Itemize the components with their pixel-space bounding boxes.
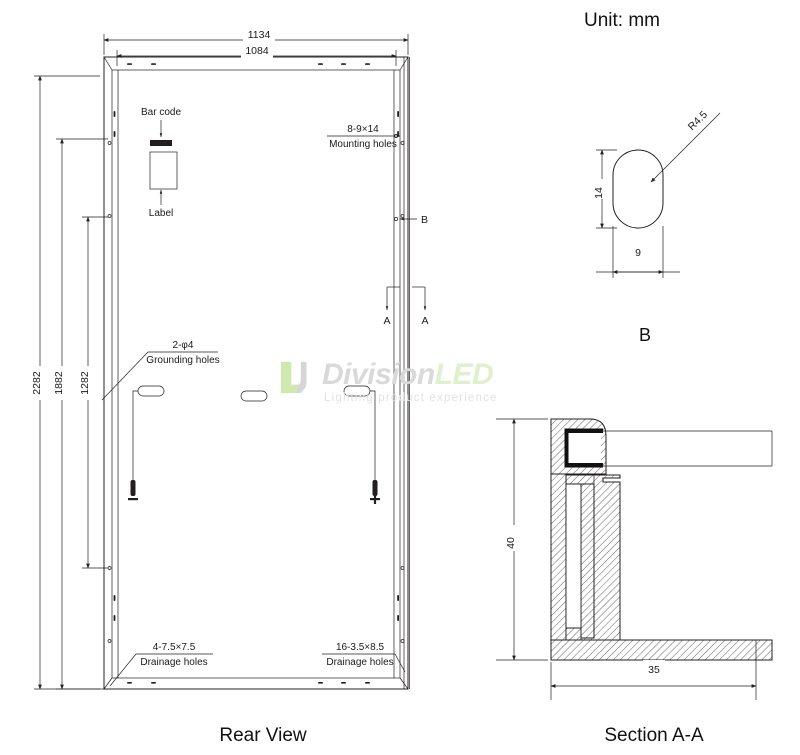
dim-frame-height: 40	[496, 418, 548, 661]
junction-box-center	[240, 390, 268, 402]
dim-overall-height-value: 2282	[31, 371, 43, 395]
section-aa-title: Section A-A	[604, 725, 704, 746]
label-callout: Label	[149, 151, 178, 219]
mounting-slots	[113, 111, 399, 621]
connector-positive	[372, 480, 378, 496]
dim-mounting-width: 1084	[116, 45, 397, 66]
detail-b-group: R4.5 14 9 B	[593, 109, 721, 345]
label-text: Label	[149, 208, 173, 219]
dim-slot-height: 14	[593, 149, 617, 229]
unit-note: Unit: mm	[584, 10, 660, 31]
section-a-marks: A A	[383, 57, 429, 689]
dim-mounting-width-value: 1084	[245, 45, 269, 57]
minus-sign-icon	[128, 498, 138, 501]
sealant-bottom	[566, 463, 603, 468]
dim-frame-height-value: 40	[505, 537, 517, 549]
detail-b-title: B	[639, 325, 651, 345]
dim-frame-width: 35	[550, 640, 757, 700]
rear-view-title: Rear View	[219, 725, 307, 746]
radius-callout: R4.5	[650, 109, 721, 183]
dim-mid-height: 1882	[53, 138, 108, 690]
mounting-holes-spec: 8-9×14	[347, 124, 379, 135]
plus-sign-icon	[370, 494, 380, 504]
cable-negative	[132, 390, 138, 482]
dim-overall-width: 1134	[103, 29, 409, 55]
sealant-back	[564, 428, 569, 468]
grounding-holes-callout: 2-φ4 Grounding holes	[101, 340, 220, 401]
section-aa-group: 40 35 Section A-A	[496, 418, 773, 746]
detail-b-mark-label: B	[421, 214, 428, 226]
junction-box-left	[137, 385, 165, 397]
slot-profile	[612, 149, 664, 229]
cable-positive	[370, 390, 376, 482]
drainage-holes-right-callout: 16-3.5×8.5 Drainage holes	[322, 642, 406, 673]
dim-inner-height-value: 1282	[79, 371, 91, 395]
drainage-left-spec: 4-7.5×7.5	[153, 642, 196, 653]
dim-overall-width-value: 1134	[248, 29, 271, 41]
section-a-left-label: A	[383, 315, 390, 327]
drainage-left-label: Drainage holes	[140, 657, 207, 668]
mounting-holes-callout: 8-9×14 Mounting holes	[327, 124, 400, 150]
frame-vent-holes	[127, 63, 370, 684]
label-rectangle	[149, 151, 178, 190]
dim-slot-width-value: 9	[635, 247, 641, 259]
section-a-right-label: A	[421, 315, 428, 327]
junction-boxes-group	[128, 385, 380, 504]
dim-mid-height-value: 1882	[53, 371, 65, 395]
rear-view-group: 1134 1084 2282 1882	[31, 29, 429, 746]
junction-box-right	[343, 385, 371, 397]
drainage-holes-left-callout: 4-7.5×7.5 Drainage holes	[109, 642, 213, 687]
grounding-holes-label: Grounding holes	[146, 355, 219, 366]
frame-profile	[550, 418, 773, 661]
dim-slot-width: 9	[596, 226, 680, 278]
panel-outer-frame	[103, 56, 409, 690]
barcode-label: Bar code	[141, 107, 181, 118]
dim-frame-width-value: 35	[648, 664, 660, 676]
mounting-holes-label: Mounting holes	[329, 139, 397, 150]
radius-value: R4.5	[686, 109, 710, 133]
sealant-top	[566, 428, 603, 433]
detail-b-mark: B	[394, 214, 428, 226]
dim-inner-height: 1282	[79, 216, 108, 569]
connector-negative	[130, 480, 136, 496]
dim-slot-height-value: 14	[593, 187, 605, 199]
drainage-right-label: Drainage holes	[326, 657, 393, 668]
drainage-right-spec: 16-3.5×8.5	[336, 642, 385, 653]
barcode-callout: Bar code	[141, 107, 181, 146]
grounding-holes-spec: 2-φ4	[173, 340, 194, 351]
barcode-icon	[150, 140, 172, 146]
